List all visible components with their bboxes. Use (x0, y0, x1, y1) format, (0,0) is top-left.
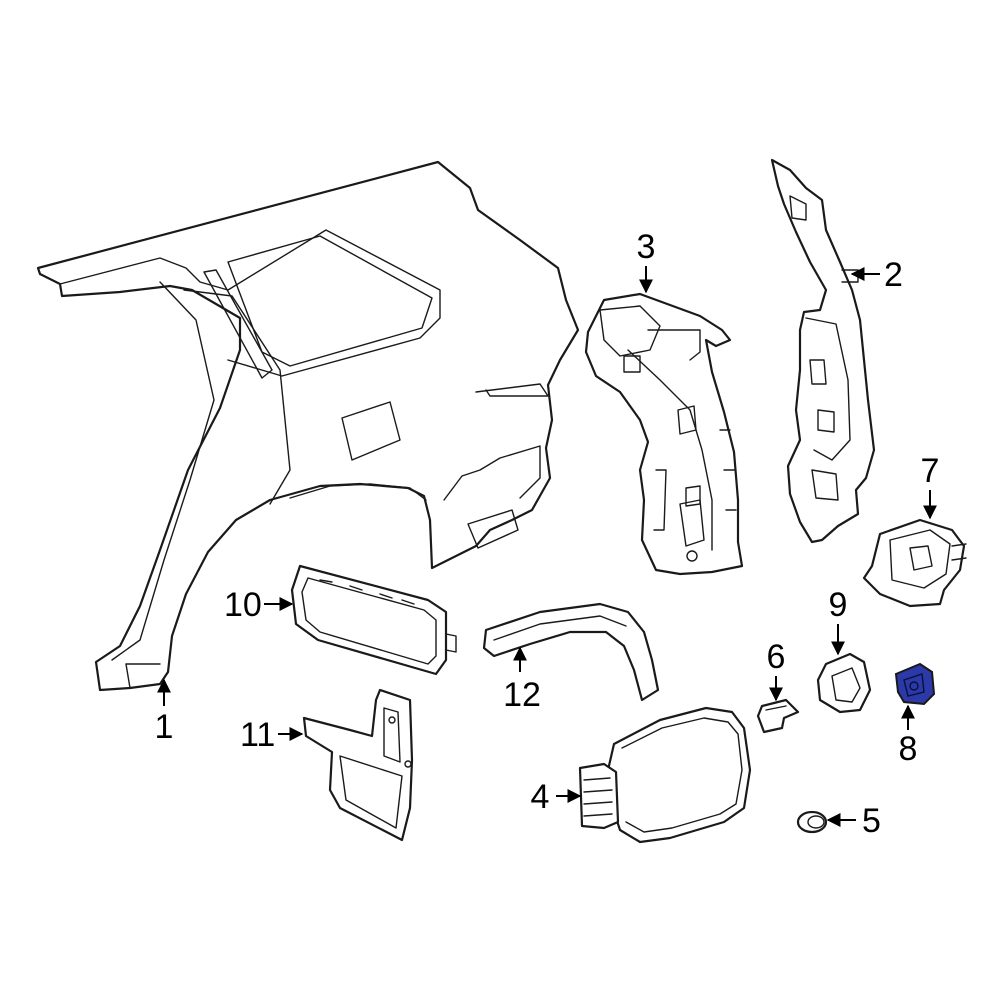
callout-10[interactable]: 10 (224, 586, 262, 624)
callout-9[interactable]: 9 (829, 586, 848, 624)
callout-4[interactable]: 4 (531, 778, 550, 816)
callout-1[interactable]: 1 (155, 708, 174, 746)
part-2-pillar-reinforcement[interactable] (770, 158, 876, 544)
part-1-quarter-panel[interactable] (36, 160, 580, 692)
part-12-arch-molding[interactable] (482, 602, 660, 702)
part-8-highlighted-clip[interactable] (894, 662, 936, 706)
callout-numbers: 1 2 3 4 5 6 7 8 9 10 11 12 (155, 228, 940, 840)
callout-3[interactable]: 3 (637, 228, 656, 266)
part-3-inner-panel[interactable] (584, 292, 744, 576)
part-4-fuel-door[interactable] (578, 706, 752, 844)
callout-leaders (157, 266, 937, 827)
part-11-mud-flap[interactable] (302, 688, 414, 842)
part-6-clip[interactable] (756, 698, 800, 734)
callout-8[interactable]: 8 (899, 730, 918, 768)
callout-6[interactable]: 6 (767, 638, 786, 676)
callout-11[interactable]: 11 (240, 716, 275, 754)
callout-2[interactable]: 2 (884, 256, 903, 294)
part-9-gasket[interactable] (816, 652, 872, 714)
part-10-frame[interactable] (290, 564, 457, 676)
part-5-grommet[interactable] (796, 810, 828, 834)
part-7-housing[interactable] (862, 518, 967, 608)
callout-12[interactable]: 12 (503, 676, 541, 714)
callout-7[interactable]: 7 (921, 452, 940, 490)
callout-5[interactable]: 5 (862, 802, 881, 840)
